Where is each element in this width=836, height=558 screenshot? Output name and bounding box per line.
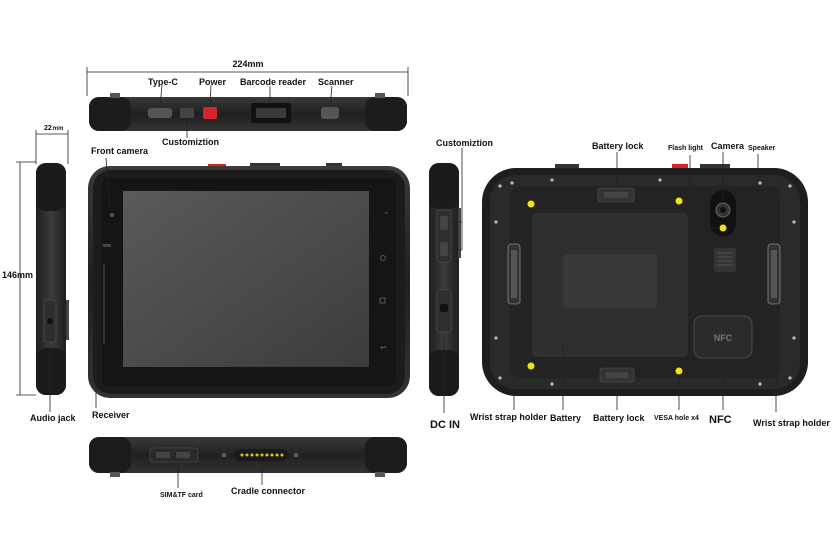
depth-label: 22mm <box>44 125 63 132</box>
flash-light <box>719 224 727 232</box>
wrist-right-label: Wrist strap holder <box>753 418 830 428</box>
dc-in-port <box>440 304 448 312</box>
top-customization-label: Customiztion <box>162 137 219 147</box>
type-c-port <box>148 108 172 118</box>
right-side-view: Customiztion DC IN <box>429 138 493 431</box>
dc-in-label: DC IN <box>430 419 460 431</box>
touchscreen <box>123 191 369 367</box>
top-view: Type-C Power Barcode reader Scanner Cust… <box>89 77 407 147</box>
width-dimension: 224mm <box>86 59 409 96</box>
customization-key-1 <box>440 216 448 230</box>
vesa-label: VESA hole x4 <box>654 415 699 422</box>
power-label: Power <box>199 77 227 87</box>
battery-label: Battery <box>550 413 581 423</box>
right-customization-label: Customiztion <box>436 138 493 148</box>
svg-text:⌄: ⌄ <box>383 207 390 216</box>
back-view: NFC Battery lock Flash light Camera Spea… <box>470 141 830 428</box>
screw-holes <box>494 178 796 386</box>
wrist-left-label: Wrist strap holder <box>470 412 547 422</box>
left-side-view: Audio jack <box>30 163 77 423</box>
speaker-label: Speaker <box>748 145 776 152</box>
camera-label: Camera <box>711 141 745 151</box>
audio-jack-label: Audio jack <box>30 413 77 423</box>
cradle-label: Cradle connector <box>231 486 306 496</box>
depth-dimension: 22mm <box>35 125 69 164</box>
width-label: 224mm <box>232 59 263 69</box>
customization-key-2 <box>440 242 448 256</box>
vesa-holes <box>527 197 683 375</box>
front-camera-lens <box>110 213 114 217</box>
scanner-label: Scanner <box>318 77 354 87</box>
flash-light-label: Flash light <box>668 145 704 152</box>
speaker-grille <box>714 248 736 272</box>
cradle-pins <box>240 453 284 457</box>
customization-button-top <box>180 108 194 118</box>
height-label: 146mm <box>2 270 33 280</box>
svg-text:↩: ↩ <box>380 343 387 352</box>
barcode-label: Barcode reader <box>240 77 307 87</box>
front-view: ⌄ ↩ Front camera Receiver <box>88 146 410 420</box>
audio-jack-port <box>47 318 53 324</box>
nfc-logo: NFC <box>714 333 733 343</box>
height-dimension: 146mm <box>2 161 36 396</box>
receiver-label: Receiver <box>92 410 130 420</box>
type-c-label: Type-C <box>148 77 178 87</box>
sim-tf-label: SIM&TF card <box>160 492 203 499</box>
power-button <box>203 107 217 119</box>
battery-lock-top-label: Battery lock <box>592 141 645 151</box>
sim-tf-cover <box>149 447 199 463</box>
battery-lock-bottom-label: Battery lock <box>593 413 646 423</box>
front-camera-label: Front camera <box>91 146 149 156</box>
receiver-slot <box>103 264 105 344</box>
nfc-label: NFC <box>709 414 732 426</box>
bottom-view: SIM&TF card Cradle connector <box>89 437 407 499</box>
scanner-button <box>321 107 339 119</box>
